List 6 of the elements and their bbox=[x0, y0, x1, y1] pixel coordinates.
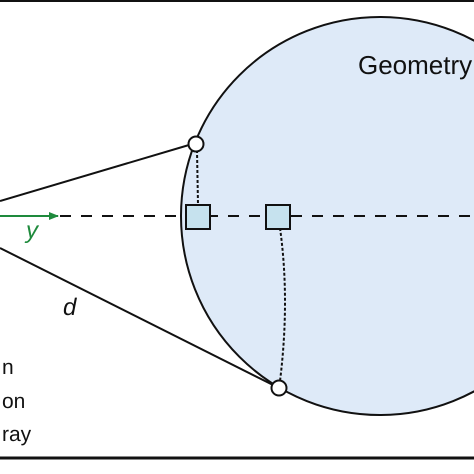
circle-title: Geometry bbox=[358, 52, 472, 78]
vector-label: y bbox=[26, 219, 38, 243]
legend-text: ray bbox=[2, 424, 32, 445]
legend-text: on bbox=[2, 391, 26, 412]
legend-text: n bbox=[2, 357, 14, 378]
distance-label: d bbox=[63, 296, 76, 320]
